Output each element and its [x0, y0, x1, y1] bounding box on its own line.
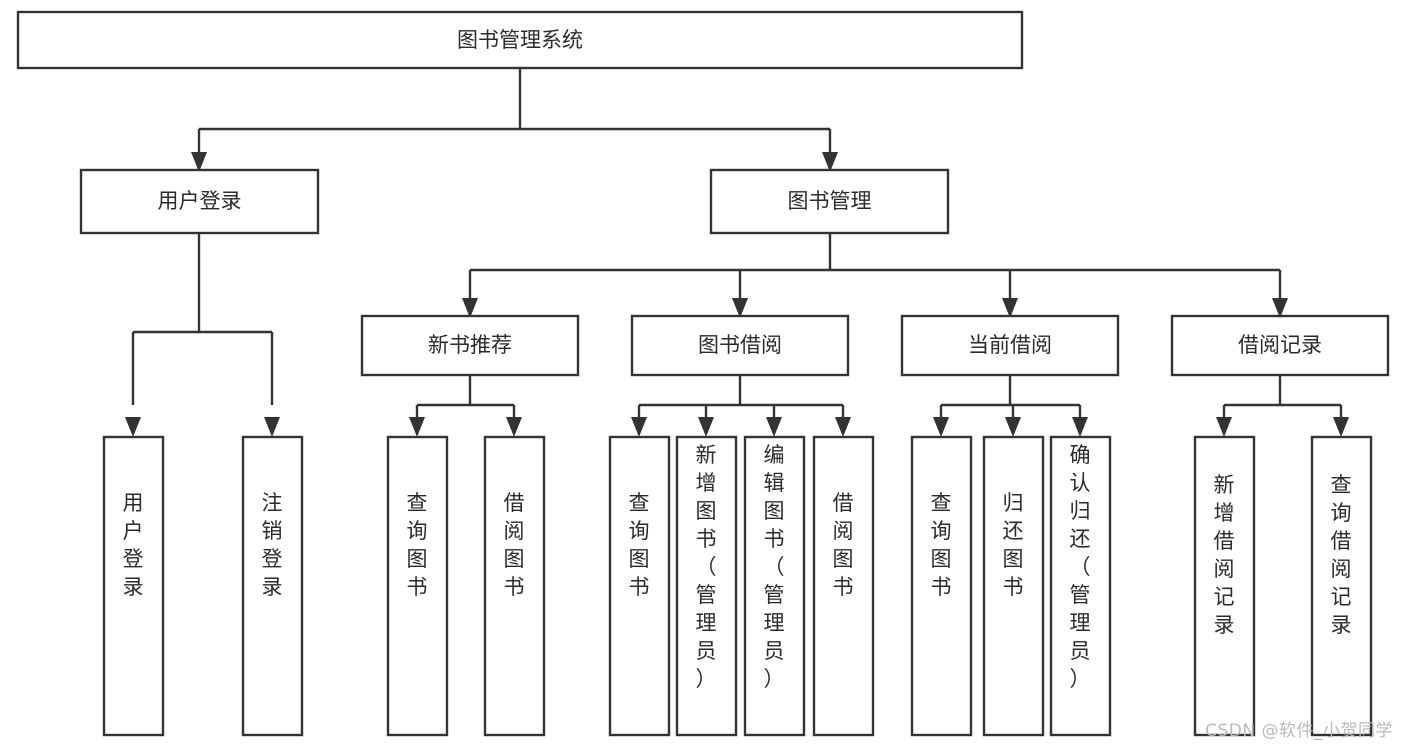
leaf-bb-query-book-box[interactable]: [608, 435, 671, 737]
leaf-br-query-record-box[interactable]: [1310, 435, 1373, 737]
leaf-br-add-record-box[interactable]: [1193, 435, 1256, 737]
leaf-nb-query-book-box[interactable]: [386, 435, 449, 737]
arrow-to-cb-leaf-1: [933, 417, 949, 437]
leaf-user-login[interactable]: 用户登录: [102, 435, 165, 737]
arrow-to-bb-leaf-1: [631, 417, 647, 437]
leaf-logout[interactable]: 注销登录: [241, 435, 304, 737]
node-root-system[interactable]: 图书管理系统: [16, 10, 1024, 70]
leaf-cb-query-book-box[interactable]: [910, 435, 973, 737]
node-book-manage-label: 图书管理: [788, 189, 872, 213]
connector-group-book-manage-to-level3: [462, 233, 1288, 318]
node-root-system-label: 图书管理系统: [457, 28, 583, 52]
arrow-to-leaf-logout: [264, 417, 280, 437]
arrow-to-nb-leaf-1: [409, 417, 425, 437]
leaf-logout-label: 注销登录: [262, 491, 283, 599]
connector-group-borrow-record-leaves: [1216, 375, 1349, 437]
leaf-br-add-record-label: 新增借阅记录: [1214, 473, 1235, 637]
connector-group-current-borrow-leaves: [933, 375, 1088, 437]
node-current-borrow[interactable]: 当前借阅: [900, 314, 1120, 377]
connector-group-root-to-level2: [191, 68, 838, 172]
arrow-to-leaf-user-login: [125, 417, 141, 437]
leaf-bb-query-book-label: 查询图书: [629, 491, 650, 599]
node-current-borrow-box[interactable]: [900, 314, 1120, 377]
node-user-login-label: 用户登录: [158, 189, 242, 213]
leaf-cb-query-book[interactable]: 查询图书: [910, 435, 973, 737]
leaf-br-query-record[interactable]: 查询借阅记录: [1310, 435, 1373, 737]
arrow-to-bb-leaf-2: [698, 417, 714, 437]
node-user-login-box[interactable]: [79, 168, 320, 235]
node-borrow-record-label: 借阅记录: [1238, 333, 1322, 357]
node-book-manage-box[interactable]: [709, 168, 950, 235]
leaf-nb-borrow-book-label: 借阅图书: [504, 491, 525, 599]
node-root-system-box[interactable]: [16, 10, 1024, 70]
leaf-br-add-record[interactable]: 新增借阅记录: [1193, 435, 1256, 737]
leaf-nb-query-book[interactable]: 查询图书: [386, 435, 449, 737]
leaf-nb-borrow-book[interactable]: 借阅图书: [483, 435, 546, 737]
node-current-borrow-label: 当前借阅: [968, 333, 1052, 357]
leaf-bb-add-book[interactable]: 新增图书（管理员）: [675, 435, 738, 737]
arrow-to-bb-leaf-4: [835, 417, 851, 437]
arrow-to-bb-leaf-3: [766, 417, 782, 437]
leaf-bb-query-book[interactable]: 查询图书: [608, 435, 671, 737]
node-book-borrow[interactable]: 图书借阅: [630, 314, 850, 377]
leaf-cb-return-book-box[interactable]: [982, 435, 1045, 737]
leaf-nb-query-book-label: 查询图书: [407, 491, 428, 599]
leaf-bb-borrow-book-label: 借阅图书: [833, 491, 854, 599]
leaf-user-login-label: 用户登录: [123, 491, 144, 599]
node-borrow-record[interactable]: 借阅记录: [1170, 314, 1390, 377]
leaf-br-query-record-label: 查询借阅记录: [1331, 473, 1352, 637]
node-book-manage[interactable]: 图书管理: [709, 168, 950, 235]
leaf-bb-edit-book-box[interactable]: [743, 435, 806, 737]
arrow-to-nb-leaf-2: [506, 417, 522, 437]
node-new-book-recommend-box[interactable]: [360, 314, 580, 377]
connector-group-new-book-leaves: [409, 375, 522, 437]
leaf-bb-borrow-book[interactable]: 借阅图书: [812, 435, 875, 737]
leaf-cb-return-book-label: 归还图书: [1003, 491, 1024, 599]
arrow-to-br-leaf-2: [1333, 417, 1349, 437]
leaf-cb-return-book[interactable]: 归还图书: [982, 435, 1045, 737]
node-new-book-recommend-label: 新书推荐: [428, 333, 512, 357]
leaf-cb-query-book-label: 查询图书: [931, 491, 952, 599]
node-book-borrow-label: 图书借阅: [698, 333, 782, 357]
node-book-borrow-box[interactable]: [630, 314, 850, 377]
leaf-bb-add-book-label: 新增图书（管理员）: [696, 443, 717, 691]
node-user-login[interactable]: 用户登录: [79, 168, 320, 235]
leaf-cb-confirm-return-box[interactable]: [1049, 435, 1112, 737]
leaf-bb-borrow-book-box[interactable]: [812, 435, 875, 737]
leaf-nb-borrow-book-box[interactable]: [483, 435, 546, 737]
connector-group-user-login-leaves: [125, 233, 280, 437]
leaf-bb-add-book-box[interactable]: [675, 435, 738, 737]
leaf-cb-confirm-return[interactable]: 确认归还（管理员）: [1049, 435, 1112, 737]
leaf-bb-edit-book[interactable]: 编辑图书（管理员）: [743, 435, 806, 737]
node-new-book-recommend[interactable]: 新书推荐: [360, 314, 580, 377]
leaf-user-login-box[interactable]: [102, 435, 165, 737]
connector-group-book-borrow-leaves: [631, 375, 851, 437]
arrow-to-cb-leaf-2: [1005, 417, 1021, 437]
node-borrow-record-box[interactable]: [1170, 314, 1390, 377]
arrow-to-cb-leaf-3: [1072, 417, 1088, 437]
leaf-logout-box[interactable]: [241, 435, 304, 737]
leaf-bb-edit-book-label: 编辑图书（管理员）: [764, 443, 785, 691]
leaf-cb-confirm-return-label: 确认归还（管理员）: [1070, 443, 1091, 691]
arrow-to-br-leaf-1: [1216, 417, 1232, 437]
